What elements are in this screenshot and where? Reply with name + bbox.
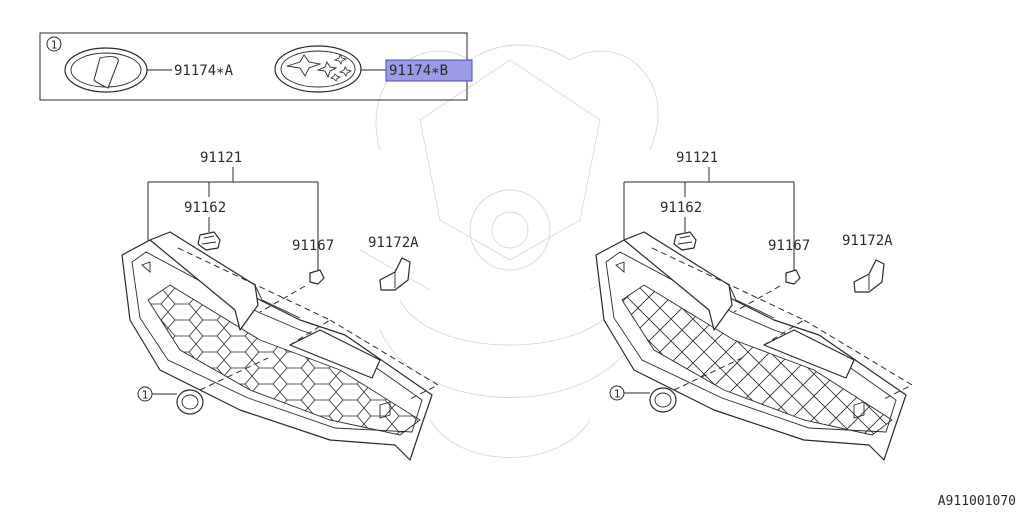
right-clip-label: 91167	[768, 238, 810, 254]
left-callout-number: 1	[142, 389, 149, 402]
right-clip-part[interactable]	[785, 269, 801, 285]
emblem-inset: 1 91174∗A 91174∗B	[39, 32, 473, 101]
right-callout-number: 1	[614, 388, 621, 401]
left-bracket-part[interactable]	[197, 231, 221, 251]
emblem-a-part[interactable]	[64, 47, 148, 93]
figure-code: A911001070	[938, 494, 1016, 509]
left-stay-part[interactable]	[379, 257, 411, 291]
emblem-a-label: 91174∗A	[174, 63, 234, 79]
left-bracket-label: 91162	[184, 200, 226, 216]
right-emblem-ring[interactable]	[649, 387, 677, 413]
right-bracket-part[interactable]	[673, 231, 697, 251]
right-stay-part[interactable]	[853, 259, 885, 293]
emblem-b-part[interactable]	[274, 45, 362, 93]
right-stay-label: 91172A	[842, 233, 893, 249]
left-grille-assembly: 91121 91162 91167 91172A	[121, 150, 440, 461]
left-grille-label: 91121	[200, 150, 242, 166]
left-clip-label: 91167	[292, 238, 334, 254]
inset-callout-number: 1	[51, 39, 58, 52]
right-grille-assembly: 91121 91162 91167 91172A	[595, 150, 914, 461]
emblem-b-highlight[interactable]	[385, 59, 473, 82]
right-grille-label: 91121	[676, 150, 718, 166]
left-stay-label: 91172A	[368, 235, 419, 251]
left-emblem-ring[interactable]	[176, 389, 204, 415]
right-callout-circle	[609, 385, 625, 401]
left-callout-circle	[137, 386, 153, 402]
watermark-logo	[359, 44, 661, 458]
emblem-b-label: 91174∗B	[389, 63, 448, 79]
inset-callout-circle	[46, 36, 62, 52]
left-clip-part[interactable]	[309, 269, 325, 285]
right-bracket-label: 91162	[660, 200, 702, 216]
